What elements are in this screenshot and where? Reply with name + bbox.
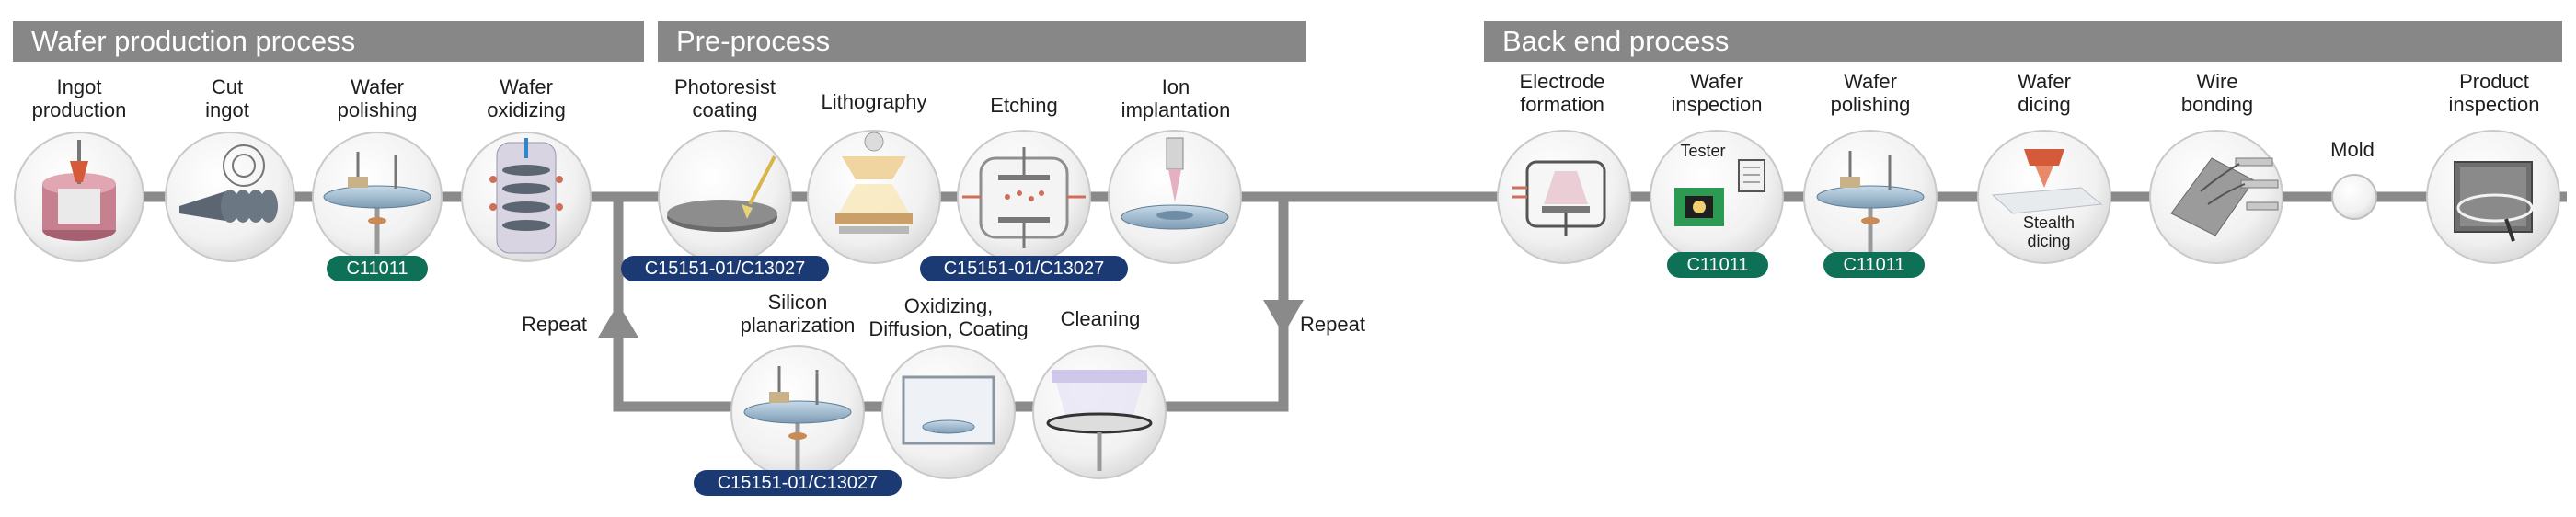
mold-icon: [2331, 174, 2377, 220]
label-wafer-oxidizing: Wafer oxidizing: [487, 75, 566, 121]
label-oxidizing-diffusion-coating: Oxidizing, Diffusion, Coating: [868, 294, 1029, 340]
wire-bonding-icon: [2149, 130, 2283, 264]
ingot-production-icon: [14, 132, 144, 262]
label-electrode-formation: Electrode formation: [1519, 70, 1605, 116]
label-lithography: Lithography: [821, 90, 927, 113]
label-photoresist-coating: Photoresist coating: [673, 75, 776, 121]
wafer-polishing-2-icon: [1803, 130, 1938, 264]
badge-photoresist[interactable]: C15151-01/C13027: [621, 256, 829, 281]
lithography-icon: [807, 130, 941, 264]
wafer-oxidizing-icon: [461, 132, 592, 262]
label-silicon-planarization: Silicon planarization: [740, 291, 856, 337]
arrow-down-icon: [1263, 300, 1304, 335]
label-repeat-left: Repeat: [522, 313, 587, 336]
cut-ingot-icon: [165, 132, 295, 262]
section-header-pre-process: Pre-process: [658, 21, 1306, 62]
product-inspection-icon: [2426, 130, 2560, 264]
label-ingot-production: Ingot production: [31, 75, 127, 121]
badge-inspection[interactable]: C11011: [1667, 252, 1768, 278]
arrow-up-icon: [598, 304, 638, 338]
photoresist-coating-icon: [658, 130, 792, 264]
section-header-back-end: Back end process: [1484, 21, 2562, 62]
oxidizing-diffusion-coating-icon: [881, 345, 1016, 479]
badge-etching[interactable]: C15151-01/C13027: [920, 256, 1128, 281]
label-wafer-dicing: Wafer dicing: [2018, 70, 2071, 116]
wafer-polishing-icon: [312, 132, 443, 262]
label-tester: Tester: [1680, 142, 1726, 160]
label-etching: Etching: [990, 94, 1058, 117]
badge-polishing-2[interactable]: C11011: [1823, 252, 1925, 278]
badge-planarization[interactable]: C15151-01/C13027: [694, 470, 902, 496]
electrode-formation-icon: [1497, 130, 1631, 264]
label-wafer-polishing-2: Wafer polishing: [1830, 70, 1911, 116]
label-stealth-dicing: Stealth dicing: [2022, 213, 2076, 250]
label-product-inspection: Product inspection: [2448, 70, 2540, 116]
wafer-dicing-icon: [1977, 130, 2111, 264]
wafer-inspection-icon: [1650, 130, 1784, 264]
label-mold: Mold: [2330, 138, 2375, 161]
badge-polishing-1[interactable]: C11011: [327, 256, 428, 281]
label-wafer-polishing-1: Wafer polishing: [337, 75, 418, 121]
label-cut-ingot: Cut ingot: [205, 75, 249, 121]
label-repeat-right: Repeat: [1300, 313, 1365, 336]
cleaning-icon: [1032, 345, 1167, 479]
label-wafer-inspection: Wafer inspection: [1671, 70, 1763, 116]
etching-icon: [957, 130, 1091, 264]
ion-implantation-icon: [1108, 130, 1242, 264]
label-wire-bonding: Wire bonding: [2180, 70, 2254, 116]
label-ion-implantation: Ion implantation: [1121, 75, 1231, 121]
label-cleaning: Cleaning: [1060, 307, 1141, 330]
silicon-planarization-icon: [730, 345, 865, 479]
section-header-wafer-production: Wafer production process: [13, 21, 644, 62]
